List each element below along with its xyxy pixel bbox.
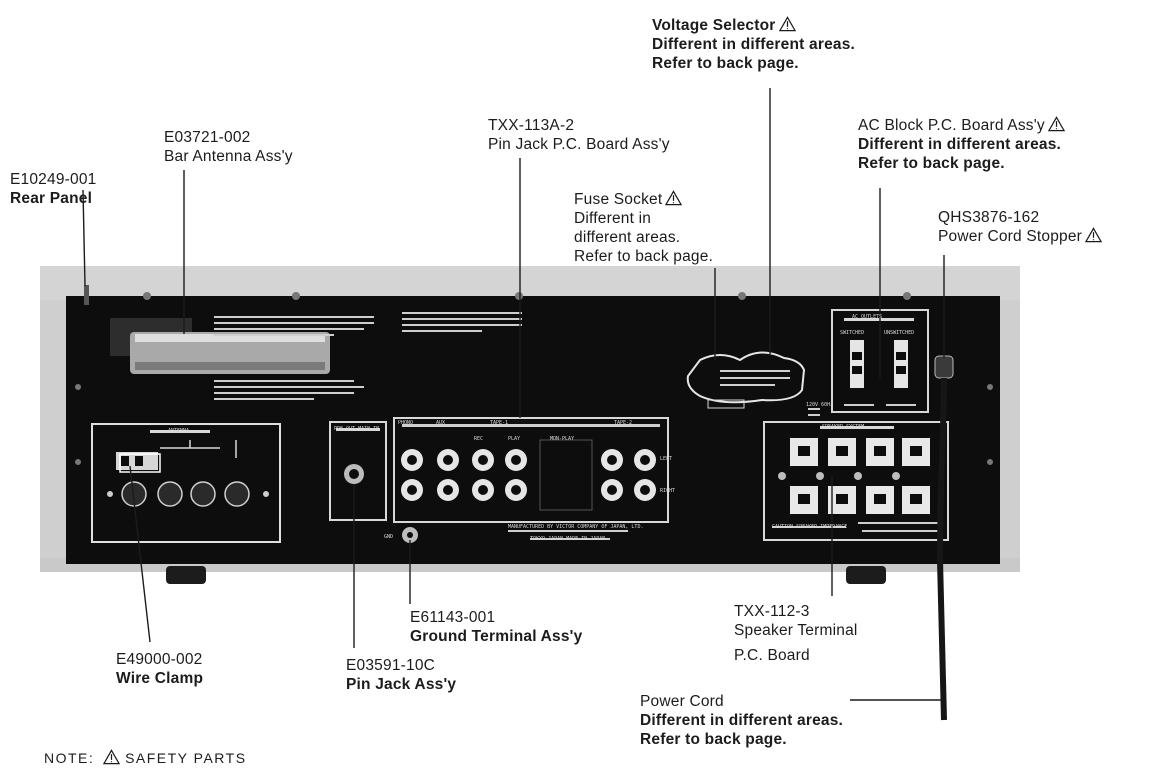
fuse-socket-note3: Refer to back page.	[574, 248, 714, 265]
label-rear-panel: E10249-001 Rear Panel	[10, 170, 96, 208]
bar-antenna-name: Bar Antenna Ass'y	[164, 148, 293, 165]
label-wire-clamp: E49000-002 Wire Clamp	[116, 650, 203, 688]
warning-triangle-icon	[102, 749, 120, 765]
ground-terminal-part: E61143-001	[410, 609, 496, 626]
wire-clamp-name: Wire Clamp	[116, 670, 204, 687]
pin-jack-board-name: Pin Jack P.C. Board Ass'y	[488, 136, 670, 153]
bar-antenna	[110, 318, 330, 374]
ac-block-note1: Different in different areas.	[858, 136, 1062, 153]
speaker-board-name1: Speaker Terminal	[734, 622, 858, 639]
fuse-socket-note2: different areas.	[574, 229, 681, 246]
safety-note: NOTE: SAFETY PARTS	[44, 749, 247, 768]
cord-stopper-name: Power Cord Stopper	[938, 228, 1083, 245]
power-cord-note1: Different in different areas.	[640, 712, 844, 729]
ac-outlets-block	[831, 309, 929, 413]
label-power-cord: Power Cord Different in different areas.…	[640, 692, 843, 749]
rear-panel-edge	[84, 285, 89, 305]
cord-stopper-part: QHS3876-162	[938, 209, 1040, 226]
speaker-board-name2: P.C. Board	[734, 647, 810, 664]
power-cord-stopper	[934, 355, 954, 379]
rear-panel-part: E10249-001	[10, 171, 97, 188]
pin-jack-part: E03591-10C	[346, 657, 436, 674]
voltage-selector-note1: Different in different areas.	[652, 36, 856, 53]
label-voltage-selector: Voltage Selector Different in different …	[652, 16, 855, 73]
warning-triangle-icon	[1047, 116, 1065, 132]
wire-clamp	[119, 453, 161, 473]
label-ac-block: AC Block P.C. Board Ass'y Different in d…	[858, 116, 1065, 173]
manufacturer-text	[508, 530, 628, 540]
ground-terminal	[402, 527, 418, 543]
label-ground-terminal: E61143-001 Ground Terminal Ass'y	[410, 608, 582, 646]
fuse-voltage-block	[686, 351, 820, 416]
fuse-socket-note1: Different in	[574, 210, 652, 227]
pin-jack-name: Pin Jack Ass'y	[346, 676, 457, 693]
speaker-board-part: TXX-112-3	[734, 603, 810, 620]
pin-jack-board-part: TXX-113A-2	[488, 117, 575, 134]
label-fuse-socket: Fuse Socket Different in different areas…	[574, 190, 713, 266]
voltage-selector-note2: Refer to back page.	[652, 55, 799, 72]
power-cord-note2: Refer to back page.	[640, 731, 787, 748]
caution-text-block	[214, 312, 522, 400]
ground-terminal-name: Ground Terminal Ass'y	[410, 628, 583, 645]
label-pin-jack: E03591-10C Pin Jack Ass'y	[346, 656, 456, 694]
label-bar-antenna: E03721-002 Bar Antenna Ass'y	[164, 128, 293, 166]
feet	[166, 566, 886, 584]
label-pin-jack-board: TXX-113A-2 Pin Jack P.C. Board Ass'y	[488, 116, 670, 154]
pin-jack-board	[393, 417, 669, 523]
power-cord-name: Power Cord	[640, 693, 724, 710]
label-cord-stopper: QHS3876-162 Power Cord Stopper	[938, 208, 1103, 246]
note-prefix: NOTE:	[44, 750, 95, 766]
warning-triangle-icon	[1085, 227, 1103, 243]
fuse-socket-name: Fuse Socket	[574, 191, 663, 208]
leader-lines	[82, 88, 945, 701]
warning-triangle-icon	[665, 190, 683, 206]
bar-antenna-part: E03721-002	[164, 129, 251, 146]
voltage-selector-name: Voltage Selector	[652, 17, 776, 34]
label-speaker-board: TXX-112-3 Speaker Terminal P.C. Board	[734, 602, 858, 665]
note-text: SAFETY PARTS	[125, 750, 247, 766]
ac-block-note2: Refer to back page.	[858, 155, 1005, 172]
rear-panel-name: Rear Panel	[10, 190, 93, 207]
wire-clamp-part: E49000-002	[116, 651, 203, 668]
ac-block-name: AC Block P.C. Board Ass'y	[858, 117, 1045, 134]
warning-triangle-icon	[778, 16, 796, 32]
power-cord	[936, 377, 947, 721]
panel-screws	[75, 292, 993, 465]
antenna-terminal-block	[91, 423, 281, 543]
pre-out-block	[329, 421, 387, 521]
